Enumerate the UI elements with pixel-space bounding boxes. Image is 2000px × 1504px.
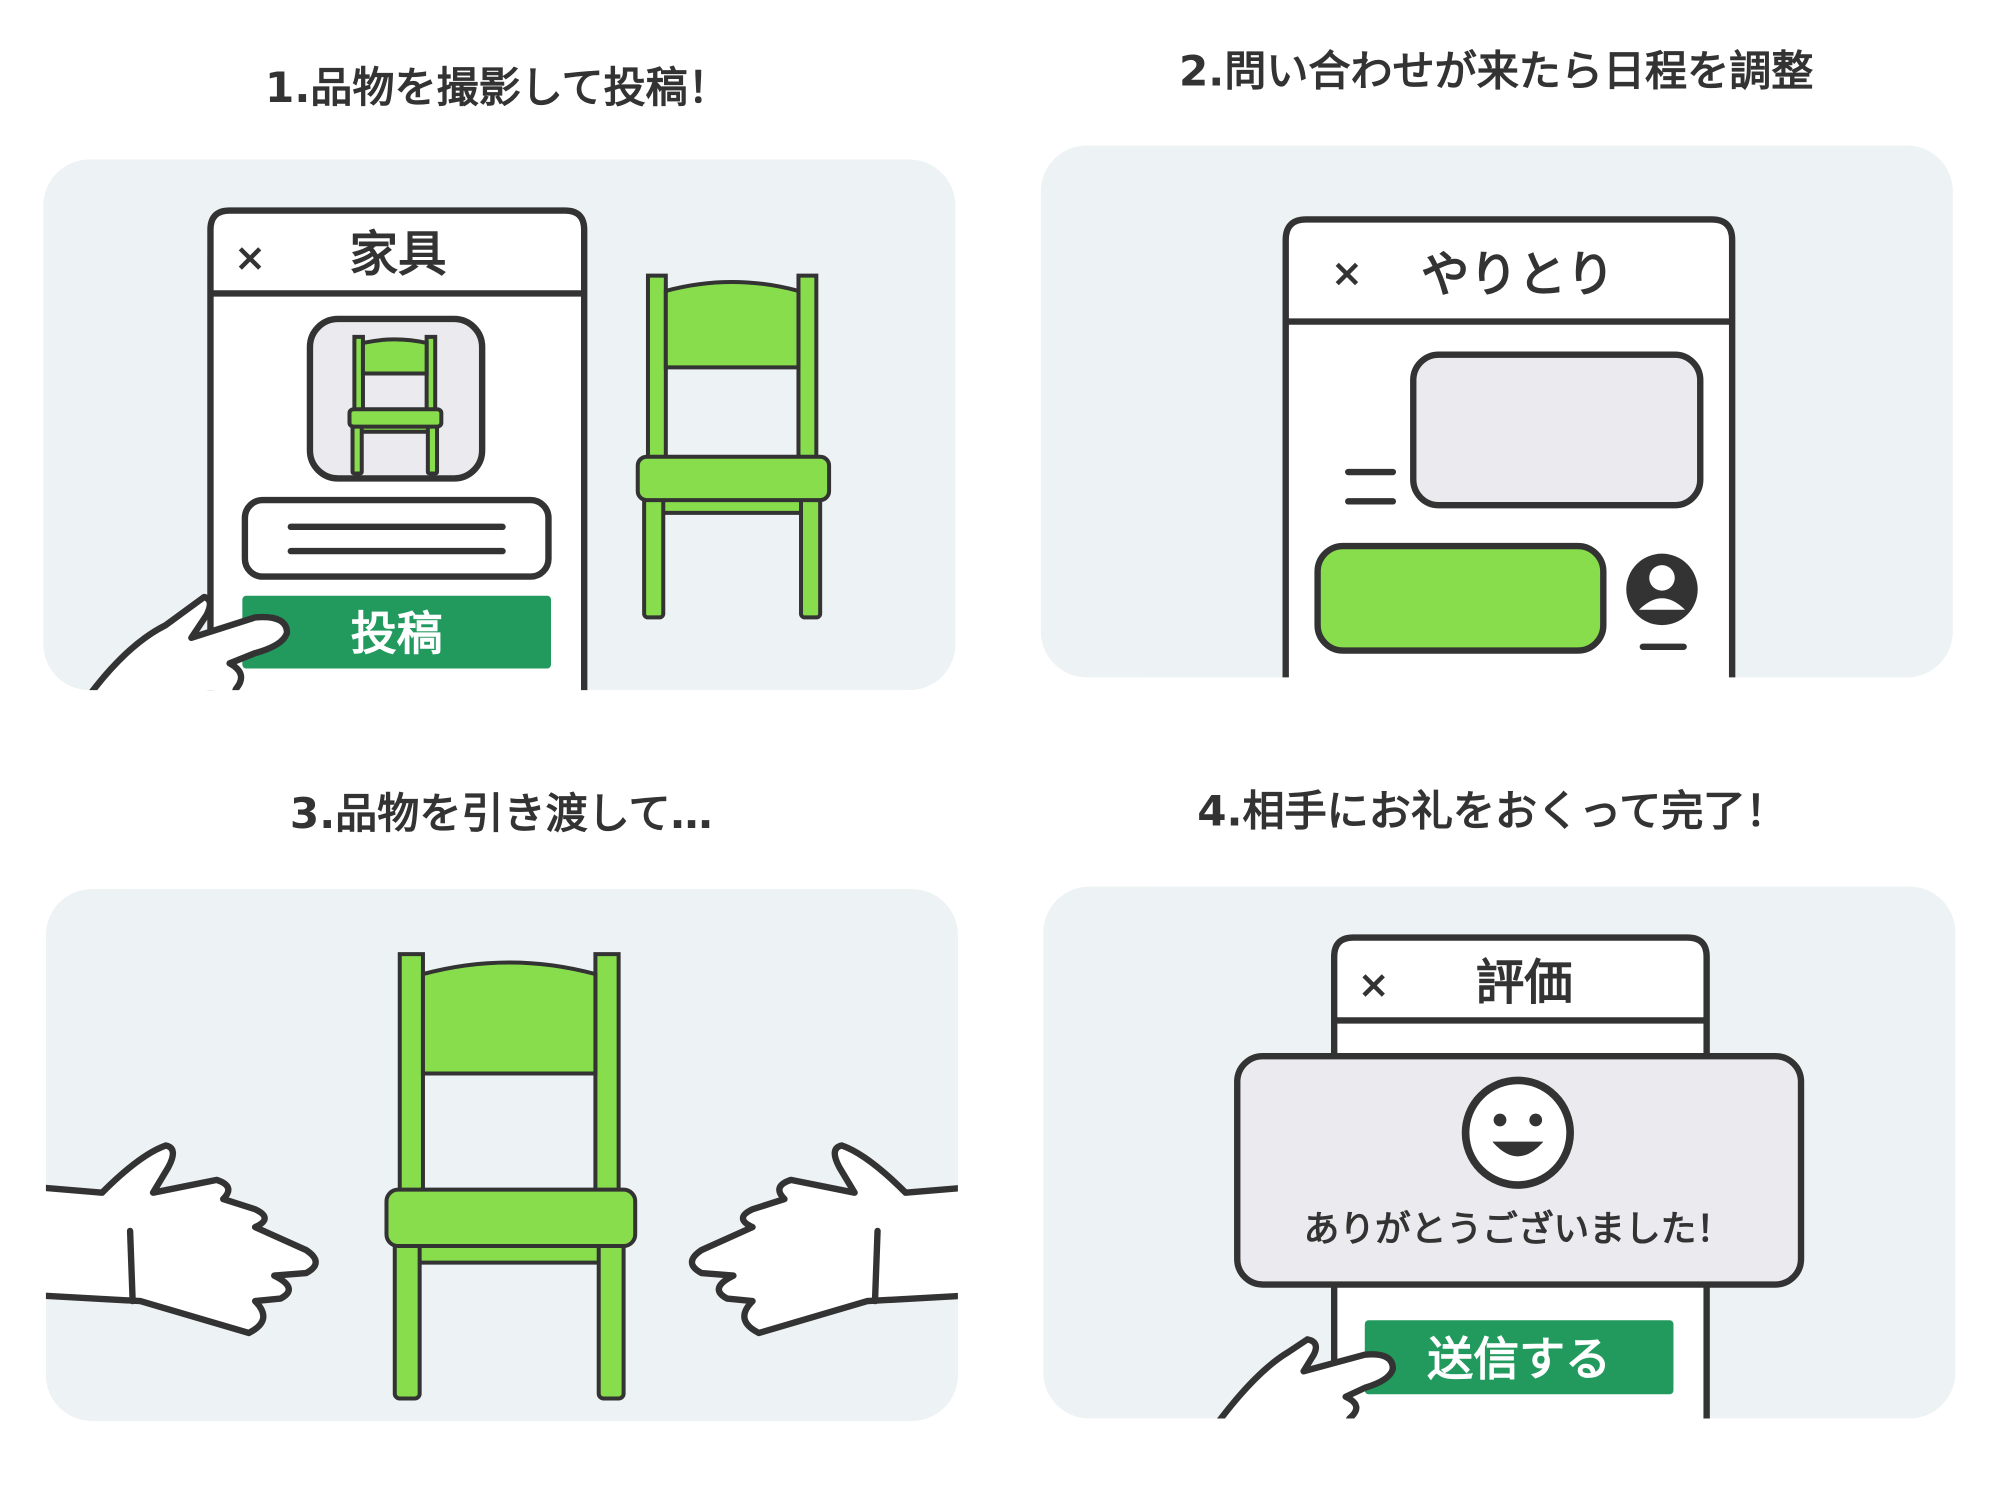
received-message-bubble: [1410, 351, 1704, 509]
hand-left-icon: [45, 1142, 319, 1337]
step-2: 2.問い合わせが来たら日程を調整 × やりとり: [1040, 47, 1953, 678]
screen-title: 家具: [350, 226, 447, 282]
sent-message-bubble: [1314, 542, 1607, 654]
screen-title: やりとり: [1421, 247, 1615, 303]
smiley-icon: [1461, 1076, 1574, 1189]
step-1: 1.品物を撮影して投稿！ × 家具 投稿: [43, 63, 956, 691]
step-4: 4.相手にお礼をおくって完了！ × 評価 ありがとうございました！ 送信する: [1043, 786, 1956, 1419]
post-button-label: 投稿: [351, 606, 443, 660]
hand-icon: [1214, 1336, 1397, 1419]
step-title: 1.品物を撮影して投稿！: [265, 63, 730, 112]
screen-title: 評価: [1476, 955, 1573, 1011]
send-button-label: 送信する: [1427, 1332, 1611, 1386]
step-title: 2.問い合わせが来たら日程を調整: [1179, 47, 1813, 96]
hand-right-icon: [688, 1142, 958, 1337]
avatar-icon: [1626, 553, 1698, 626]
close-icon[interactable]: ×: [1358, 963, 1390, 1008]
post-button[interactable]: [242, 595, 552, 669]
hand-icon: [86, 593, 291, 691]
close-icon[interactable]: ×: [1331, 251, 1363, 296]
step-title: 4.相手にお礼をおくって完了！: [1197, 786, 1787, 835]
send-button[interactable]: [1364, 1320, 1674, 1395]
thank-you-message: ありがとうございました！: [1304, 1209, 1732, 1250]
step-title: 3.品物を引き渡して…: [290, 789, 713, 838]
step-3: 3.品物を引き渡して…: [45, 789, 958, 1422]
description-field[interactable]: [241, 496, 552, 580]
close-icon[interactable]: ×: [234, 235, 266, 280]
